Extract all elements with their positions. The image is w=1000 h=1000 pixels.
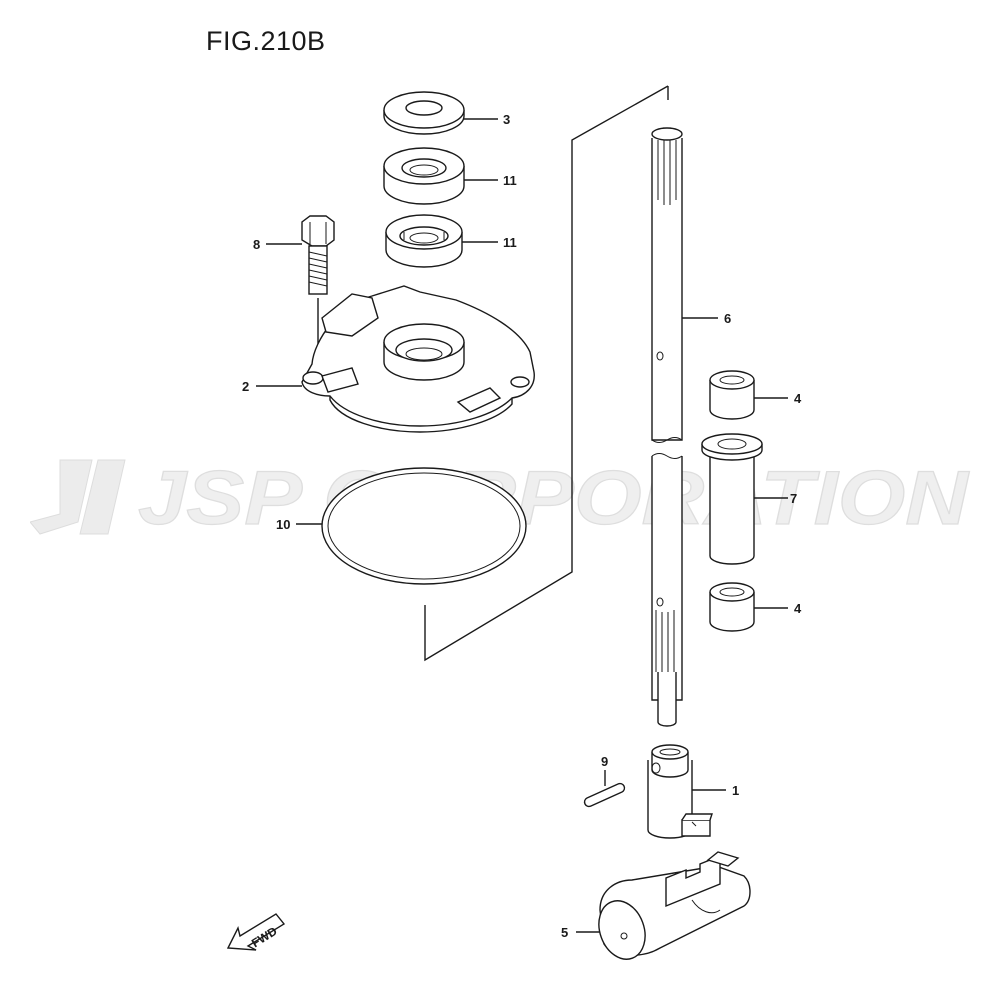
part-5-shift-cam — [598, 851, 751, 960]
part-1-coupler — [647, 744, 713, 839]
callout-1: 1 — [732, 783, 739, 798]
callout-2: 2 — [242, 379, 249, 394]
watermark: JSP CORPORATION — [30, 455, 971, 542]
callout-labels: 3 11 11 8 6 2 4 7 10 4 9 1 5 — [242, 112, 802, 940]
part-2-housing — [301, 285, 535, 433]
part-7-sleeve — [701, 433, 763, 565]
part-6-shift-rod — [651, 127, 683, 727]
watermark-logo-icon — [30, 459, 126, 535]
callout-11-upper: 11 — [503, 173, 517, 188]
callout-7: 7 — [790, 491, 797, 506]
part-11-oil-seal-lower — [385, 214, 463, 268]
callout-4-upper: 4 — [794, 391, 802, 406]
callout-5: 5 — [561, 925, 568, 940]
watermark-text: JSP CORPORATION — [138, 456, 970, 541]
forward-direction-arrow-icon: FWD — [226, 913, 286, 951]
part-9-pin — [583, 770, 626, 808]
part-10-o-ring — [321, 467, 527, 585]
callout-6: 6 — [724, 311, 731, 326]
callout-8: 8 — [253, 237, 260, 252]
callout-leaders — [256, 118, 788, 933]
callout-4-lower: 4 — [794, 601, 802, 616]
part-4-bushing-upper — [709, 370, 755, 420]
part-8-bolt — [301, 215, 335, 378]
group-frame — [424, 85, 669, 662]
figure-title: FIG.210B — [206, 26, 326, 56]
part-11-oil-seal-upper — [383, 147, 465, 205]
callout-3: 3 — [503, 112, 510, 127]
callout-10: 10 — [276, 517, 290, 532]
callout-9: 9 — [601, 754, 608, 769]
callout-11-lower: 11 — [503, 235, 517, 250]
part-4-bushing-lower — [709, 582, 755, 632]
part-3-washer — [383, 91, 465, 135]
